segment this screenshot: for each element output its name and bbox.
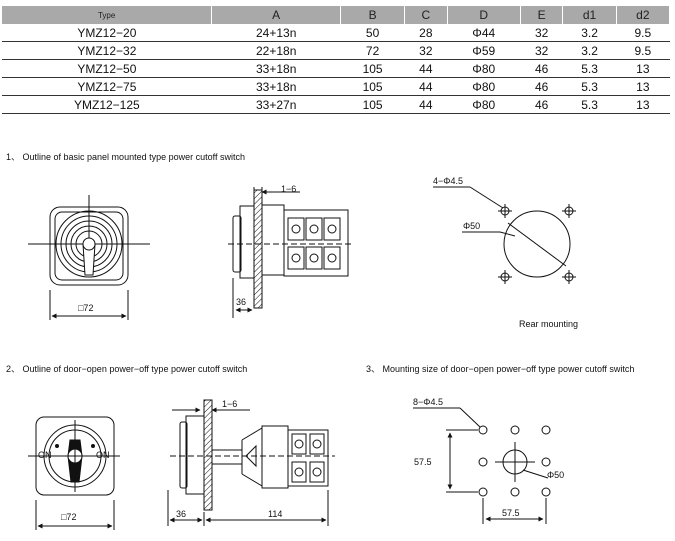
cell-d2: 9.5 [616,24,670,42]
s3-mounting-size [413,407,551,524]
s1-rear-caption: Rear mounting [519,319,579,329]
cell-d1: 5.3 [562,77,617,96]
cell-e: 46 [520,77,563,96]
col-header-a: A [211,6,342,24]
cell-d: Φ80 [447,59,521,78]
table-row: YMZ12−75 33+18n 105 44 Φ80 46 5.3 13 [2,77,670,96]
cell-a: 33+27n [211,95,341,114]
cell-b: 50 [340,24,405,42]
s3-circle-label: Φ50 [547,470,565,480]
s1-depth-dim: 36 [236,297,247,307]
table-row: YMZ12−32 22+18n 72 32 Φ59 32 3.2 9.5 [2,41,670,60]
s2-front-view [28,416,120,530]
cell-d2: 9.5 [616,41,670,60]
cell-type: YMZ12−20 [2,24,212,42]
cell-d2: 13 [616,59,670,78]
spec-table: Type A B C D E d1 d2 YMZ12−20 24+13n 50 … [2,6,671,114]
table-row: YMZ12−125 33+27n 105 44 Φ80 46 5.3 13 [2,95,670,114]
cell-type: YMZ12−32 [2,41,212,60]
cell-b: 105 [340,77,405,96]
cell-d: Φ44 [447,24,521,42]
cell-d1: 3.2 [562,24,617,42]
cell-c: 44 [404,95,448,114]
cell-a: 33+18n [211,59,341,78]
cell-a: 24+13n [211,24,341,42]
cell-c: 28 [404,24,448,42]
col-header-e: E [520,6,564,24]
cell-d1: 5.3 [562,59,617,78]
cell-type: YMZ12−125 [2,95,212,114]
cell-b: 72 [340,41,405,60]
col-header-b: B [340,6,406,24]
s2-depth-dim: 36 [176,509,187,519]
s2-thickness-dim: 1−6 [222,399,238,409]
cell-e: 46 [520,59,563,78]
s1-circle-label: Φ50 [463,221,481,231]
s1-thickness-dim: 1−6 [281,184,297,194]
cell-c: 44 [404,59,448,78]
table-row: YMZ12−50 33+18n 105 44 Φ80 46 5.3 13 [2,59,670,78]
s2-front-dim: □72 [61,512,77,522]
cell-a: 33+18n [211,77,341,96]
s2-length-dim: 114 [268,509,283,519]
cell-e: 32 [520,41,563,60]
col-header-d2: d2 [616,6,671,24]
cell-d2: 13 [616,95,670,114]
s2-side-view [167,399,335,526]
cell-b: 105 [340,59,405,78]
table-header-row: Type A B C D E d1 d2 [2,6,671,24]
s3-vertical-dim: 57.5 [414,457,432,467]
col-header-d1: d1 [562,6,617,24]
cell-d: Φ59 [447,41,521,60]
cell-type: YMZ12−50 [2,59,212,78]
cell-a: 22+18n [211,41,341,60]
col-header-c: C [404,6,448,24]
s1-front-view [28,195,150,320]
col-header-type: Type [2,6,213,24]
s1-side-view [228,187,352,318]
s3-holes-label: 8−Φ4.5 [413,397,443,407]
s1-front-dim: □72 [78,303,94,313]
s1-holes-label: 4−Φ4.5 [433,176,463,186]
s1-rear-mounting [433,186,576,284]
cell-b: 105 [340,95,405,114]
cell-d2: 13 [616,77,670,96]
s2-on-right: ON [96,450,110,460]
cell-c: 44 [404,77,448,96]
cell-e: 46 [520,95,563,114]
cell-e: 32 [520,24,563,42]
cell-d1: 5.3 [562,95,617,114]
cell-d1: 3.2 [562,41,617,60]
section3-caption: 3、 Mounting size of door−open power−off … [366,364,635,374]
col-header-d: D [447,6,521,24]
cell-c: 32 [404,41,448,60]
table-row: YMZ12−20 24+13n 50 28 Φ44 32 3.2 9.5 [2,24,670,42]
cell-d: Φ80 [447,95,521,114]
s3-horizontal-dim: 57.5 [502,508,520,518]
s2-on-left: ON [38,450,52,460]
section1-caption: 1、 Outline of basic panel mounted type p… [6,152,245,162]
cell-type: YMZ12−75 [2,77,212,96]
section2-caption: 2、 Outline of door−open power−off type p… [6,364,248,374]
cell-d: Φ80 [447,77,521,96]
